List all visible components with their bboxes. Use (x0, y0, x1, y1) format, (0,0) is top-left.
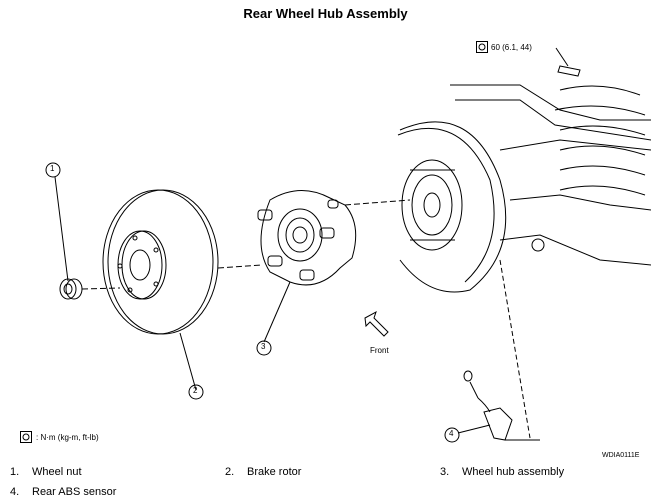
knuckle-suspension-drawing (450, 84, 651, 266)
legend-number: 4. (10, 486, 20, 498)
legend-item-abs-sensor: 4. Rear ABS sensor (10, 486, 116, 498)
abs-sensor-drawing (463, 370, 513, 441)
torque-wrench-icon (476, 41, 488, 53)
callout-1: 1 (50, 164, 55, 173)
front-arrow (364, 310, 389, 337)
backing-plate-drawing (397, 121, 507, 293)
bolt-drawing (557, 65, 581, 77)
wheel-nut-drawing (59, 278, 83, 300)
legend-number: 3. (440, 466, 450, 478)
legend-label: Brake rotor (247, 466, 302, 478)
torque-units-key: : N·m (kg-m, ft-lb) (36, 433, 99, 442)
legend-label: Wheel hub assembly (462, 466, 565, 478)
torque-spec: 60 (6.1, 44) (491, 43, 532, 52)
callout-4: 4 (449, 429, 454, 438)
wheel-hub-drawing (257, 189, 357, 286)
torque-wrench-icon (20, 431, 32, 443)
legend-item-wheel-nut: 1. Wheel nut (10, 466, 82, 478)
legend-number: 1. (10, 466, 20, 478)
legend-item-wheel-hub: 3. Wheel hub assembly (440, 466, 564, 478)
callout-2: 2 (193, 386, 198, 395)
legend-item-brake-rotor: 2. Brake rotor (225, 466, 301, 478)
legend-number: 2. (225, 466, 235, 478)
legend-label: Wheel nut (32, 466, 82, 478)
figure-code: WDIA0111E (602, 452, 640, 459)
callout-3: 3 (261, 342, 266, 351)
diagram-title: Rear Wheel Hub Assembly (243, 6, 408, 21)
front-label: Front (370, 346, 389, 355)
legend-label: Rear ABS sensor (32, 486, 117, 498)
brake-rotor-drawing (102, 189, 219, 335)
